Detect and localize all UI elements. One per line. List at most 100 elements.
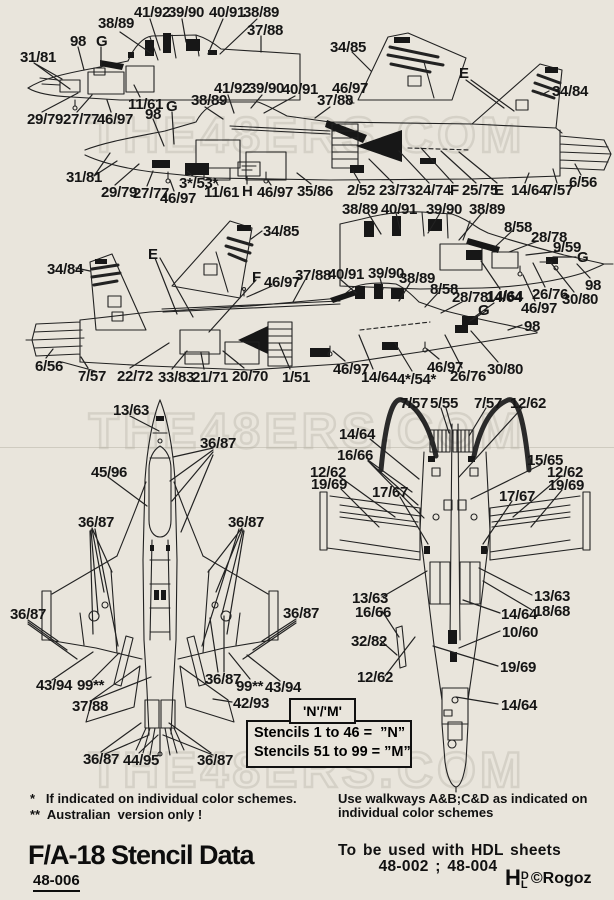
callout-label: 3*/53* — [179, 175, 219, 192]
usage-note-line1: To be used with HDL sheets — [338, 842, 562, 859]
page-title: F/A-18 Stencil Data — [28, 840, 255, 870]
legend-tab: 'N'/'M' — [289, 698, 356, 724]
callout-label: 22/72 — [117, 368, 154, 385]
callout-label: 43/94 — [265, 679, 302, 696]
callout-label: 37/88 — [247, 22, 284, 39]
callout-label: 98 — [145, 106, 162, 123]
callout-label: 21/71 — [192, 369, 229, 386]
walkways-note-line2: individual color schemes — [338, 805, 494, 820]
callout-label: 14/64 — [487, 288, 524, 305]
callout-label: 12/62 — [357, 669, 394, 686]
callout-label: 38/89 — [98, 15, 135, 32]
jet3-forward-fuselage-side-view — [339, 211, 614, 302]
callout-label: 37/88 — [317, 92, 354, 109]
callout-label: E — [459, 65, 469, 82]
jet2-full-side-view — [84, 32, 612, 192]
callout-label: 34/85 — [263, 223, 300, 240]
callout-label: E — [494, 182, 504, 199]
usage-note-line2: 48-002 ; 48-004 — [378, 858, 498, 875]
callout-label: 41/92 — [214, 80, 251, 97]
footnote-color-schemes: * If indicated on individual color schem… — [30, 791, 297, 806]
callout-label: 40/91 — [282, 81, 319, 98]
callout-label: 6/56 — [35, 358, 63, 375]
callout-label: 46/97 — [521, 300, 558, 317]
callout-label: 39/90 — [248, 80, 285, 97]
callout-label: 46/97 — [332, 80, 369, 97]
callout-label: 39/90 — [368, 265, 405, 282]
callout-label: 40/91 — [209, 4, 246, 21]
callout-label: F — [450, 182, 459, 199]
callout-label: 46/97 — [427, 359, 464, 376]
callout-label: 38/89 — [243, 4, 280, 21]
callout-label: 40/91 — [328, 266, 365, 283]
callout-label: 98 — [524, 318, 541, 335]
callout-label: 38/89 — [469, 201, 506, 218]
callout-label: 16/66 — [355, 604, 392, 621]
callout-label: 11/61 — [204, 184, 240, 201]
callout-label: 14/64 — [339, 426, 376, 443]
callout-label: 36/87 — [10, 606, 47, 623]
callout-label: 20/70 — [232, 368, 269, 385]
jet5-top-view — [27, 399, 297, 757]
callout-label: 12/62 — [310, 464, 347, 481]
callout-label: 14/64 — [501, 606, 538, 623]
callout-label: 29/79 — [101, 184, 138, 201]
callout-label: 14/64 — [486, 289, 523, 306]
callout-label: G — [96, 33, 108, 50]
callout-label: 28/78 — [531, 229, 568, 246]
callout-label: 27/77 — [63, 111, 100, 128]
callout-label: 45/96 — [91, 464, 128, 481]
callout-label: G — [577, 249, 589, 266]
callout-label: H — [242, 183, 253, 200]
callout-label: 14/64 — [501, 697, 538, 714]
callout-label: 6/56 — [569, 174, 597, 191]
callout-label: 7/57 — [474, 395, 502, 412]
callout-label: 39/90 — [168, 4, 205, 21]
callout-label: 42/93 — [233, 695, 270, 712]
callout-label: 36/87 — [283, 605, 320, 622]
callout-label: 19/69 — [311, 476, 348, 493]
callout-label: 44/95 — [123, 752, 160, 769]
jet6-bottom-view — [319, 397, 591, 793]
legend-line: Stencils 51 to 99 = ”M” — [254, 744, 411, 760]
callout-label: 34/84 — [552, 83, 589, 100]
scan-fold-line — [0, 447, 614, 448]
callout-label: E — [148, 246, 158, 263]
callout-label: 16/66 — [337, 447, 374, 464]
callout-label: 33/83 — [158, 369, 195, 386]
callout-label: 36/87 — [78, 514, 115, 531]
callout-label: 98 — [585, 277, 602, 294]
callout-label: 19/69 — [500, 659, 537, 676]
hdl-logo-d: D — [520, 870, 529, 882]
callout-label: 34/85 — [330, 39, 367, 56]
callout-label: 36/87 — [83, 751, 120, 768]
copyright-text: ©Rogoz — [530, 870, 592, 887]
callout-label: 13/63 — [534, 588, 571, 605]
callout-label: G — [166, 98, 178, 115]
callout-label: 46/97 — [97, 111, 134, 128]
callout-label: 36/87 — [228, 514, 265, 531]
callout-label: 46/97 — [257, 184, 294, 201]
callout-label: 8/58 — [504, 219, 532, 236]
hdl-logo-l: L — [520, 879, 528, 891]
callout-label: 46/97 — [333, 361, 370, 378]
callout-label: 30/80 — [562, 291, 599, 308]
callout-label: 38/89 — [342, 201, 379, 218]
jet1-forward-fuselage-side-view — [27, 18, 301, 113]
callout-label: 46/97 — [264, 274, 301, 291]
callout-label: 5/55 — [430, 395, 458, 412]
callout-label: 25/75 — [462, 182, 499, 199]
hdl-logo: H — [505, 865, 521, 890]
callout-label: 7/57 — [78, 368, 106, 385]
callout-label: 26/76 — [450, 368, 487, 385]
legend-box: Stencils 1 to 46 = ”N” Stencils 51 to 99… — [246, 720, 412, 768]
callout-label: 12/62 — [510, 395, 547, 412]
callout-label: 31/81 — [66, 169, 103, 186]
callout-label: 41/92 — [134, 4, 171, 21]
callout-label: 8/58 — [430, 281, 458, 298]
callout-label: 37/88 — [72, 698, 109, 715]
callout-label: 36/87 — [197, 752, 234, 769]
callout-label: F — [252, 269, 261, 286]
